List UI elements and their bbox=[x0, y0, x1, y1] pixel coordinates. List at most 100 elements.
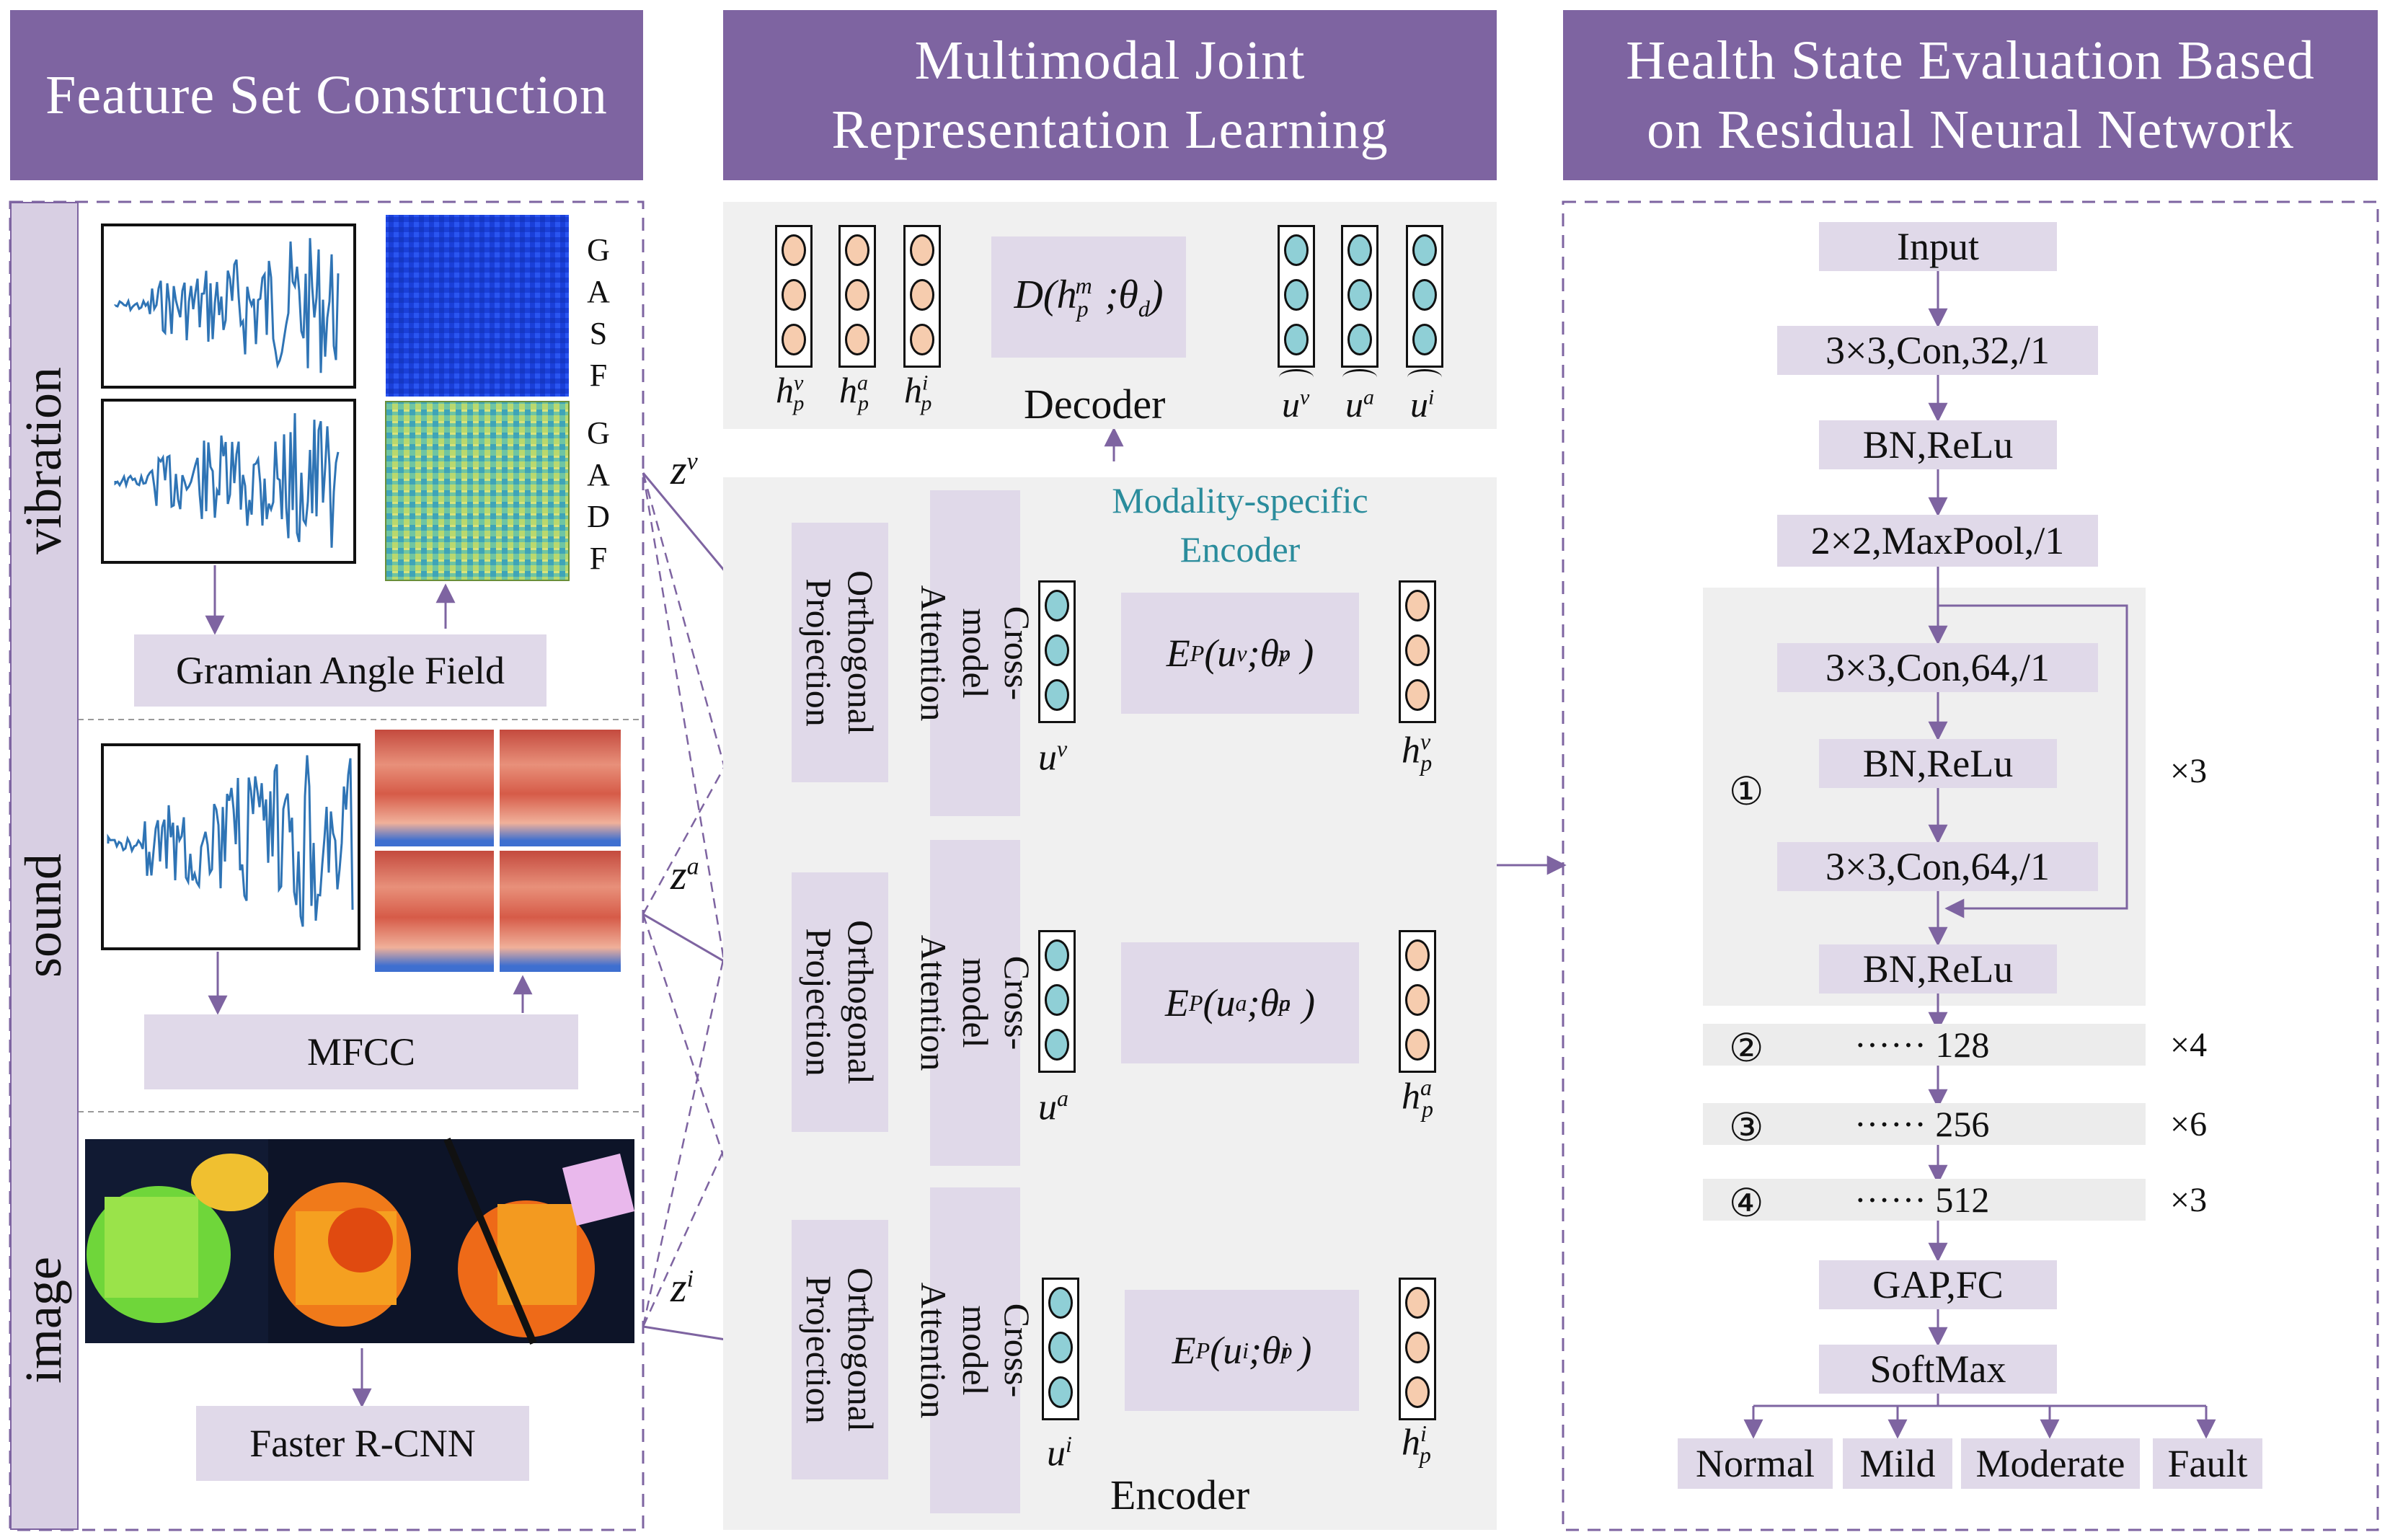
stage-4-repeat: ×3 bbox=[2170, 1181, 2208, 1219]
mfcc-tile-1 bbox=[375, 730, 494, 846]
orthogonal-projection-v: Orthogonal Projection bbox=[792, 523, 888, 782]
resnet-gap-fc: GAP,FC bbox=[1819, 1260, 2057, 1309]
node-circle bbox=[910, 324, 934, 355]
node-circle bbox=[782, 279, 806, 311]
enc-u-label-a: ua bbox=[1038, 1085, 1068, 1128]
gasf-letter: A bbox=[587, 274, 610, 309]
modality-label-vibration: vibration bbox=[14, 367, 72, 554]
block-bn-relu-b: BN,ReLu bbox=[1819, 944, 2057, 994]
enc-h-label-i: hip bbox=[1402, 1420, 1431, 1468]
gasf-letter: G bbox=[587, 232, 610, 267]
output-split-lines bbox=[1743, 1393, 2216, 1439]
z-label-a: za bbox=[670, 851, 699, 898]
vibration-waveform-1 bbox=[101, 224, 356, 389]
cross-model-attention-i: Cross-model Attention bbox=[913, 1187, 1037, 1513]
stage-4-text: ······ 512 bbox=[1854, 1180, 1990, 1220]
encoder-node-uv bbox=[1038, 580, 1076, 723]
orthogonal-projection-i: Orthogonal Projection bbox=[792, 1220, 888, 1479]
node-circle bbox=[1405, 634, 1430, 666]
decoder-node-ui bbox=[1406, 225, 1443, 368]
node-circle bbox=[910, 279, 934, 311]
header-feature-set-construction: Feature Set Construction bbox=[10, 10, 643, 180]
gasf-image bbox=[386, 215, 569, 397]
gadf-letter: G bbox=[587, 415, 610, 451]
stage-4-row bbox=[1703, 1179, 2146, 1221]
block-conv64-b: 3×3,Con,64,/1 bbox=[1777, 842, 2098, 891]
output-normal: Normal bbox=[1678, 1438, 1833, 1489]
decoder-node-hi bbox=[903, 225, 941, 368]
node-circle bbox=[782, 324, 806, 355]
hat-mark bbox=[1279, 369, 1314, 386]
node-circle bbox=[1284, 279, 1309, 311]
stage-1-num: ① bbox=[1729, 770, 1764, 813]
gadf-letter: D bbox=[587, 499, 610, 534]
stage-3-repeat: ×6 bbox=[2170, 1105, 2208, 1143]
skip-connection bbox=[1938, 604, 2128, 919]
stage-2-row bbox=[1703, 1024, 2146, 1066]
node-circle bbox=[1048, 1332, 1073, 1363]
node-circle bbox=[1045, 679, 1069, 711]
node-circle bbox=[1048, 1376, 1073, 1408]
decoder-function-box: D(hpm;θd) bbox=[991, 236, 1186, 358]
encoder-node-hi bbox=[1399, 1278, 1436, 1420]
resnet-softmax: SoftMax bbox=[1819, 1345, 2057, 1394]
node-circle bbox=[1284, 234, 1309, 266]
stage-3-text: ······ 256 bbox=[1854, 1104, 1990, 1144]
node-circle bbox=[1045, 590, 1069, 621]
stage-3-row bbox=[1703, 1103, 2146, 1145]
stage-4-num: ④ bbox=[1729, 1182, 1764, 1225]
modality-sidebar bbox=[10, 202, 79, 1530]
node-circle bbox=[1045, 634, 1069, 666]
enc-h-label-a: hap bbox=[1402, 1074, 1433, 1122]
encoder-node-ha bbox=[1399, 930, 1436, 1073]
node-circle bbox=[1045, 939, 1069, 971]
node-circle bbox=[1405, 590, 1430, 621]
node-circle bbox=[1405, 939, 1430, 971]
mfcc-tile-3 bbox=[375, 851, 494, 972]
z-label-v: zv bbox=[670, 446, 698, 493]
z-label-i: zi bbox=[670, 1264, 694, 1311]
resnet-maxpool: 2×2,MaxPool,/1 bbox=[1777, 515, 2098, 567]
enc-u-label-v: uv bbox=[1038, 735, 1068, 779]
node-circle bbox=[845, 279, 869, 311]
header-multimodal-joint: Multimodal Joint Representation Learning bbox=[723, 10, 1497, 180]
resnet-input: Input bbox=[1819, 222, 2057, 271]
block-bn-relu-a: BN,ReLu bbox=[1819, 739, 2057, 788]
stage-3-num: ③ bbox=[1729, 1106, 1764, 1149]
vibration-wave-2-trace bbox=[114, 413, 340, 548]
decoder-node-ua bbox=[1341, 225, 1378, 368]
block-conv64-a: 3×3,Con,64,/1 bbox=[1777, 643, 2098, 692]
mfcc-tile-4 bbox=[500, 851, 621, 972]
gasf-letters: G A S F bbox=[584, 229, 613, 397]
encoder-node-ui bbox=[1042, 1278, 1079, 1420]
output-mild: Mild bbox=[1843, 1438, 1952, 1489]
feature-panel-border bbox=[9, 200, 645, 1531]
node-circle bbox=[845, 324, 869, 355]
resnet-bn-relu-1: BN,ReLu bbox=[1819, 420, 2057, 469]
modality-specific-encoder-label: Modality-specific Encoder bbox=[1112, 480, 1368, 570]
modality-label-image: image bbox=[14, 1257, 72, 1384]
node-circle bbox=[1405, 1376, 1430, 1408]
decoder-u-label-v: uv bbox=[1282, 384, 1310, 425]
stage-2-repeat: ×4 bbox=[2170, 1026, 2208, 1064]
decoder-u-label-a: ua bbox=[1345, 384, 1374, 425]
enc-u-label-i: ui bbox=[1047, 1431, 1072, 1474]
output-fault: Fault bbox=[2153, 1438, 2262, 1489]
cross-model-attention-v: Cross-model Attention bbox=[913, 490, 1037, 816]
modality-label-sound: sound bbox=[14, 853, 72, 978]
decoder-node-hv bbox=[775, 225, 813, 368]
decoder-h-label-a: hap bbox=[839, 370, 869, 415]
thermal-image bbox=[85, 1138, 634, 1345]
mfcc-box: MFCC bbox=[144, 1014, 578, 1089]
encoder-label: Encoder bbox=[1110, 1472, 1250, 1518]
orthogonal-projection-a: Orthogonal Projection bbox=[792, 872, 888, 1132]
node-circle bbox=[1347, 324, 1372, 355]
hat-mark bbox=[1407, 369, 1442, 386]
sound-wave-trace bbox=[107, 755, 354, 927]
stage-2-num: ② bbox=[1729, 1027, 1764, 1070]
node-circle bbox=[1284, 324, 1309, 355]
gadf-letter: F bbox=[589, 541, 608, 576]
node-circle bbox=[1048, 1287, 1073, 1319]
